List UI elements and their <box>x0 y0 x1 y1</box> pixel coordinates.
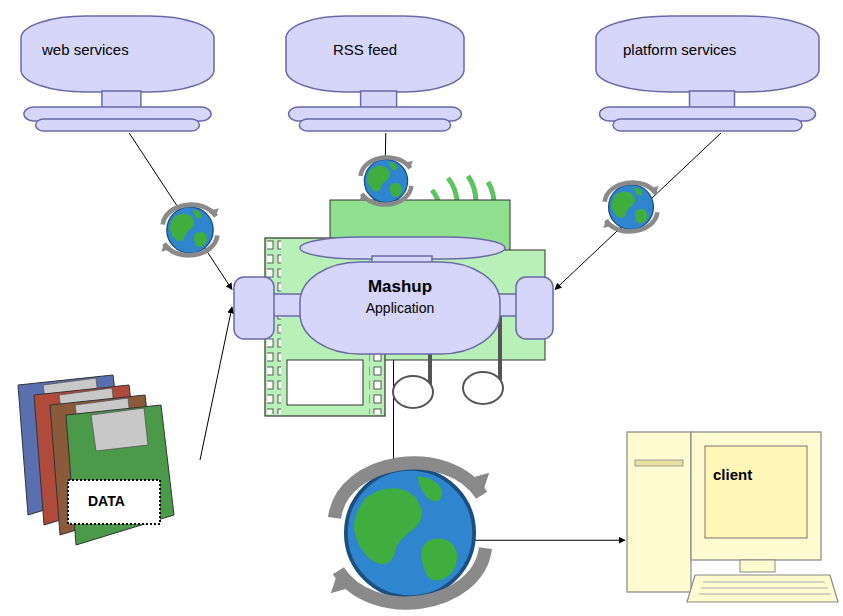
floppy-shape <box>10 370 200 550</box>
connector-arrow <box>200 307 232 460</box>
node-sublabel: Application <box>366 300 435 316</box>
node-label: client <box>713 466 752 483</box>
service-monitor: RSS feed <box>285 15 465 133</box>
node-label: Mashup <box>368 277 432 297</box>
network-globe <box>161 157 658 603</box>
client-computer: client <box>625 430 840 605</box>
node-label: DATA <box>88 493 125 509</box>
monitor-shape <box>20 15 215 133</box>
node-label: platform services <box>623 41 736 58</box>
connector-arrow <box>555 133 721 290</box>
mashup-application: MashupApplication <box>232 232 555 357</box>
data-store: DATA <box>10 370 200 550</box>
monitor-shape <box>285 15 465 133</box>
connector-arrow <box>129 133 232 290</box>
service-monitor: platform services <box>595 15 820 133</box>
node-label: RSS feed <box>333 41 397 58</box>
media-backdrop <box>265 176 545 416</box>
node-label: web services <box>42 41 129 58</box>
service-monitor: web services <box>20 15 215 133</box>
client-shape <box>625 430 840 605</box>
monitor-shape <box>595 15 820 133</box>
